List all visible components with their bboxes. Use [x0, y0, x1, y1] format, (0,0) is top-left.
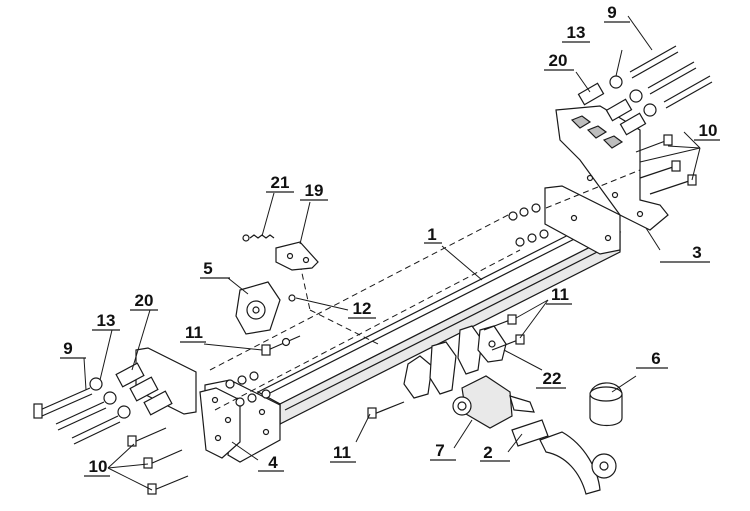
socket-module [452, 375, 535, 429]
right-spacers [577, 45, 713, 136]
callout-labels: 1 2 3 4 5 6 7 9 9 10 10 11 11 11 12 13 1 [60, 3, 720, 477]
ball-cover [589, 382, 623, 427]
callout-10-left: 10 [89, 457, 108, 476]
callout-22: 22 [543, 369, 562, 388]
leader-lines [83, 15, 701, 491]
right-bracket [544, 105, 669, 255]
callout-4: 4 [268, 453, 278, 472]
socket-plate [235, 281, 296, 335]
callout-21: 21 [271, 173, 290, 192]
assembly-lines [209, 169, 641, 411]
callout-9-right: 9 [607, 3, 616, 22]
left-spacers [33, 362, 173, 445]
callout-6: 6 [651, 349, 660, 368]
callout-12: 12 [353, 299, 372, 318]
plate-bolts [261, 335, 301, 356]
callout-3: 3 [692, 243, 701, 262]
callout-11-right: 11 [551, 285, 569, 304]
callout-1: 1 [427, 225, 436, 244]
socket-bracket [242, 234, 319, 271]
callout-10-right: 10 [699, 121, 718, 140]
tow-ball-neck [511, 419, 617, 495]
mid-bolts [367, 314, 525, 419]
callout-20-left: 20 [135, 291, 154, 310]
callout-20-right: 20 [549, 51, 568, 70]
center-brackets [403, 325, 507, 399]
callout-11-left: 11 [185, 323, 203, 342]
left-bolts [127, 427, 189, 495]
callout-2: 2 [483, 443, 492, 462]
left-bracket [135, 347, 281, 463]
right-bolts [635, 134, 697, 195]
callout-19: 19 [305, 181, 324, 200]
callout-9-left: 9 [63, 339, 72, 358]
callout-11-bottom: 11 [333, 443, 351, 462]
callout-5: 5 [203, 259, 212, 278]
callout-13-right: 13 [567, 23, 586, 42]
callout-7: 7 [435, 441, 444, 460]
right-nuts [508, 203, 549, 247]
callout-13-left: 13 [97, 311, 116, 330]
left-nuts [225, 371, 271, 407]
